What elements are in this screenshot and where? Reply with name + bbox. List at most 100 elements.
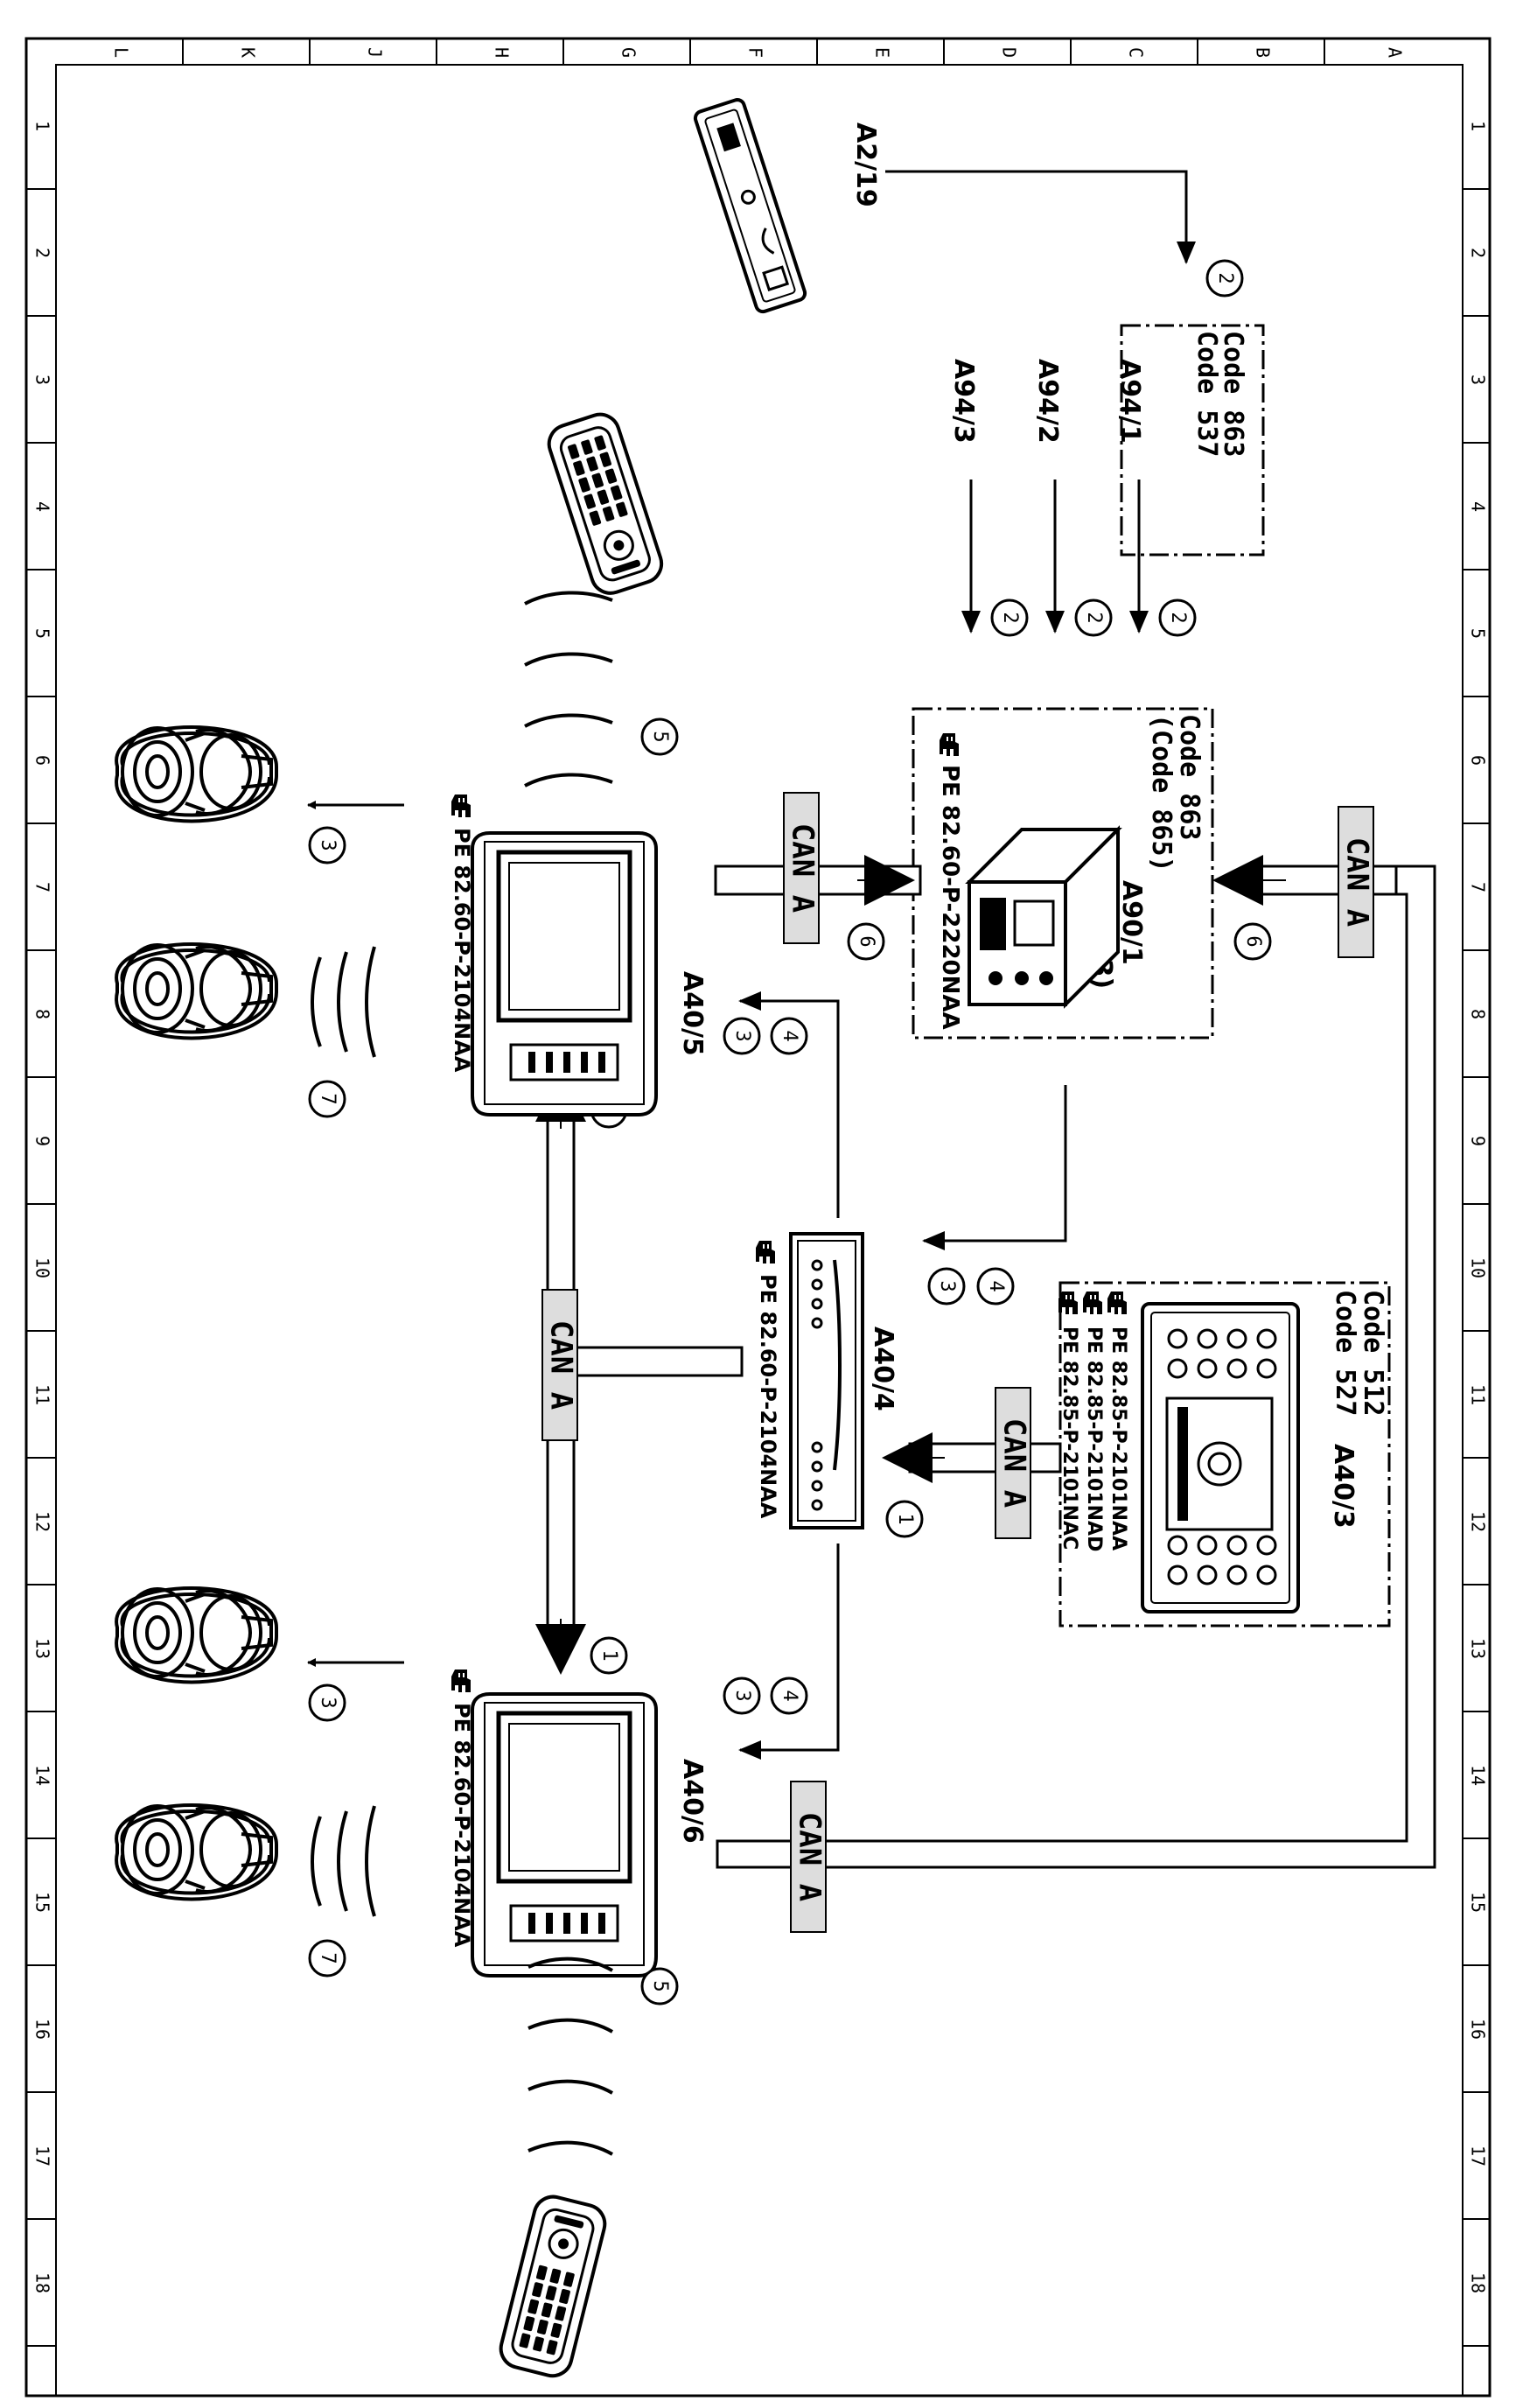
ref-a40-3-3: PE 82.85-P-2101NAC: [1058, 1326, 1080, 1550]
dvd-player-icon: [789, 1232, 864, 1530]
ref-a40-3-2: PE 82.85-P-2101NAD: [1083, 1326, 1105, 1551]
a90-code-1: Code 863: [1174, 714, 1205, 841]
row-label: 17: [32, 2146, 53, 2166]
row-label: 4: [32, 501, 53, 512]
label-a90-1: A90/1: [1116, 880, 1147, 965]
svg-text:3: 3: [936, 1280, 958, 1292]
display-unit-icon: [472, 833, 656, 1115]
row-label: 9: [32, 1136, 53, 1146]
row-label: 6: [32, 755, 53, 766]
marker-6: 6: [1233, 922, 1272, 961]
col-label: F: [745, 47, 766, 58]
marker-2: 2: [990, 598, 1029, 637]
svg-text:1: 1: [598, 1649, 620, 1661]
a94-code-1: Code 863: [1218, 331, 1248, 458]
a40-3-code-1: Code 512: [1358, 1290, 1388, 1417]
label-a40-5: A40/5: [677, 971, 708, 1056]
a40-3-code-2: Code 527: [1330, 1290, 1360, 1417]
svg-text:2: 2: [1083, 612, 1105, 623]
row-label: 18: [1468, 2272, 1489, 2293]
marker-3: 3: [927, 1267, 966, 1306]
row-label: 7: [1468, 882, 1489, 892]
col-label: J: [365, 47, 386, 58]
row-label: 1: [1468, 121, 1489, 131]
row-label: 18: [32, 2272, 53, 2293]
row-label: 16: [1468, 2019, 1489, 2040]
row-label: 15: [1468, 1892, 1489, 1913]
row-label: 6: [1468, 755, 1489, 766]
tv-tuner-icon: [965, 825, 1122, 1009]
marker-5: 5: [640, 1967, 679, 2006]
col-label: K: [238, 47, 259, 58]
a90-code-2: (Code 865): [1146, 714, 1177, 872]
svg-text:CAN A: CAN A: [786, 823, 821, 913]
row-label: 14: [32, 1765, 53, 1786]
label-a94-3: A94/3: [948, 359, 979, 444]
svg-text:5: 5: [649, 731, 671, 742]
col-label: A: [1385, 47, 1406, 58]
svg-text:CAN A: CAN A: [793, 1812, 828, 1901]
label-a2-19: A2/19: [850, 122, 881, 207]
svg-text:4: 4: [779, 1030, 800, 1041]
svg-text:CAN A: CAN A: [544, 1320, 579, 1410]
marker-2: 2: [1158, 598, 1197, 637]
svg-text:6: 6: [1242, 935, 1264, 947]
ref-a90: PE 82.60-P-2220NAA: [937, 765, 963, 1030]
svg-text:CAN A: CAN A: [997, 1418, 1032, 1508]
row-label: 14: [1468, 1765, 1489, 1786]
ref-a40-6: PE 82.60-P-2104NAA: [450, 1703, 474, 1948]
svg-text:2: 2: [1167, 612, 1189, 623]
can-a-label: CAN A: [790, 1781, 828, 1933]
hand-pointer-icon: [939, 732, 960, 757]
row-label: 11: [32, 1384, 53, 1405]
row-label: 15: [32, 1892, 53, 1913]
a94-code-box: [1120, 324, 1265, 556]
wireless-signal-waves: [311, 1805, 376, 1917]
marker-4: 4: [770, 1017, 808, 1055]
row-label: 17: [1468, 2146, 1489, 2166]
row-label: 13: [32, 1638, 53, 1659]
ir-signal-waves: [524, 591, 613, 788]
can-bus-to-a40-6: [716, 1839, 721, 1869]
row-label: 12: [1468, 1511, 1489, 1532]
display-unit-icon: [472, 1694, 656, 1976]
col-label: H: [492, 47, 513, 58]
border-frame: L K J H G F E D C B A 1 2 3 4 5 6 7 8 9 …: [24, 37, 1492, 2398]
line-a2-19: [885, 170, 1196, 264]
col-label: D: [999, 47, 1020, 58]
hand-pointer-icon: [1107, 1291, 1128, 1315]
col-label: E: [872, 47, 893, 58]
svg-text:CAN A: CAN A: [1340, 837, 1375, 927]
hand-pointer-icon: [1058, 1291, 1079, 1315]
can-bus-central: [535, 1071, 744, 1675]
hand-pointer-icon: [451, 1669, 472, 1693]
telephone-module-icon: [693, 98, 807, 314]
col-label: L: [111, 47, 132, 58]
row-label: 3: [1468, 374, 1489, 385]
svg-text:4: 4: [779, 1690, 800, 1701]
row-label: 9: [1468, 1136, 1489, 1146]
svg-text:3: 3: [731, 1030, 753, 1041]
marker-6: 6: [847, 922, 885, 961]
marker-2: 2: [1074, 598, 1113, 637]
hand-pointer-icon: [755, 1240, 776, 1264]
headphones-icon: [115, 725, 278, 823]
svg-text:3: 3: [731, 1690, 753, 1701]
row-label: 1: [32, 121, 53, 131]
hand-pointer-icon: [451, 794, 472, 818]
can-a-label: CAN A: [1338, 806, 1375, 958]
label-a40-6: A40/6: [677, 1759, 708, 1844]
svg-text:7: 7: [317, 1952, 339, 1964]
label-a40-3: A40/3: [1328, 1444, 1359, 1529]
remote-control-icon: [542, 408, 668, 600]
row-label: 5: [32, 628, 53, 639]
marker-4: 4: [976, 1267, 1015, 1306]
can-bus-a40-3-to-a40-4: [882, 1432, 1062, 1483]
svg-text:3: 3: [317, 839, 339, 850]
can-a-label: CAN A: [541, 1289, 579, 1441]
marker-1: 1: [590, 1636, 628, 1675]
row-label: 8: [1468, 1009, 1489, 1019]
ref-a40-3-1: PE 82.85-P-2101NAA: [1107, 1326, 1129, 1550]
row-label: 5: [1468, 628, 1489, 639]
